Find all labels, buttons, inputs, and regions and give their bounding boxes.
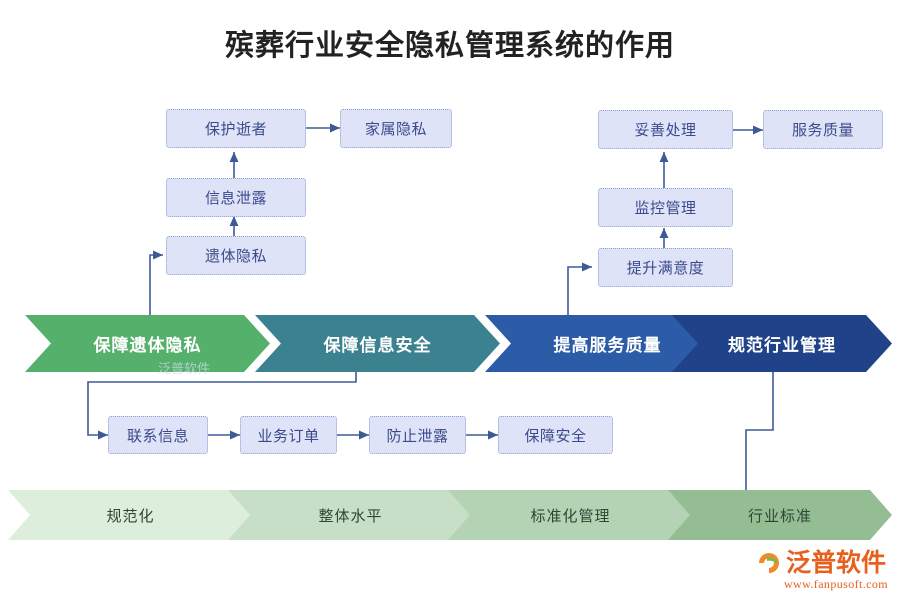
page-title: 殡葬行业安全隐私管理系统的作用 [224, 30, 675, 62]
node-label: 信息泄露 [204, 190, 267, 207]
node-label: 监控管理 [634, 200, 697, 217]
node-label: 家属隐私 [364, 121, 427, 138]
base-chevron-overall-level[interactable]: 整体水平 [228, 490, 473, 540]
node-label: 联系信息 [126, 427, 189, 445]
node-ensure-safety[interactable]: 保障安全 [498, 416, 613, 454]
watermark-ghost: 泛普软件 [158, 361, 211, 376]
node-service-quality[interactable]: 服务质量 [763, 110, 883, 149]
node-business-order[interactable]: 业务订单 [240, 416, 337, 454]
base-chevron-standard-management[interactable]: 标准化管理 [448, 490, 693, 540]
node-proper-handling[interactable]: 妥善处理 [598, 110, 733, 149]
stage-chevron-industry-management[interactable]: 规范行业管理 [672, 315, 892, 372]
fanpu-leaf-icon [756, 550, 782, 576]
stage-label: 规范行业管理 [728, 336, 836, 355]
node-info-leak[interactable]: 信息泄露 [166, 178, 306, 217]
node-protect-deceased[interactable]: 保护逝者 [166, 109, 306, 148]
base-chevron-standardize[interactable]: 规范化 [8, 490, 253, 540]
stage-label: 保障遗体隐私 [93, 336, 202, 355]
node-label: 保护逝者 [204, 121, 267, 138]
link-stage3-to-raise-satisfaction [567, 262, 592, 316]
node-monitor-management[interactable]: 监控管理 [598, 188, 733, 227]
base-label: 整体水平 [318, 507, 383, 525]
link-stage1-to-body-privacy [149, 250, 163, 316]
stage-chevron-body-privacy[interactable]: 保障遗体隐私 [25, 315, 270, 372]
base-label: 标准化管理 [530, 507, 611, 525]
stage-label: 提高服务质量 [553, 336, 662, 355]
node-label: 保障安全 [524, 427, 587, 445]
logo-text: 泛普软件 [785, 549, 886, 577]
logo-url: www.fanpusoft.com [783, 577, 888, 591]
base-label: 行业标准 [747, 507, 812, 525]
node-body-privacy[interactable]: 遗体隐私 [166, 236, 306, 275]
stage-chevron-info-security[interactable]: 保障信息安全 [255, 315, 500, 372]
node-family-privacy[interactable]: 家属隐私 [340, 109, 452, 148]
logo-row: 泛普软件 [756, 550, 886, 576]
base-label: 规范化 [106, 507, 155, 525]
node-label: 遗体隐私 [204, 248, 267, 265]
stage-label: 保障信息安全 [323, 336, 432, 355]
node-label: 业务订单 [257, 427, 320, 445]
node-label: 服务质量 [791, 122, 854, 139]
base-chevron-industry-standard[interactable]: 行业标准 [668, 490, 892, 540]
brand-logo: 泛普软件 www.fanpusoft.com [756, 550, 888, 592]
node-label: 妥善处理 [634, 122, 697, 139]
node-raise-satisfaction[interactable]: 提升满意度 [598, 248, 733, 287]
node-prevent-leak[interactable]: 防止泄露 [369, 416, 466, 454]
node-label: 防止泄露 [386, 427, 449, 445]
node-label: 提升满意度 [626, 260, 705, 277]
node-contact-info[interactable]: 联系信息 [108, 416, 208, 454]
